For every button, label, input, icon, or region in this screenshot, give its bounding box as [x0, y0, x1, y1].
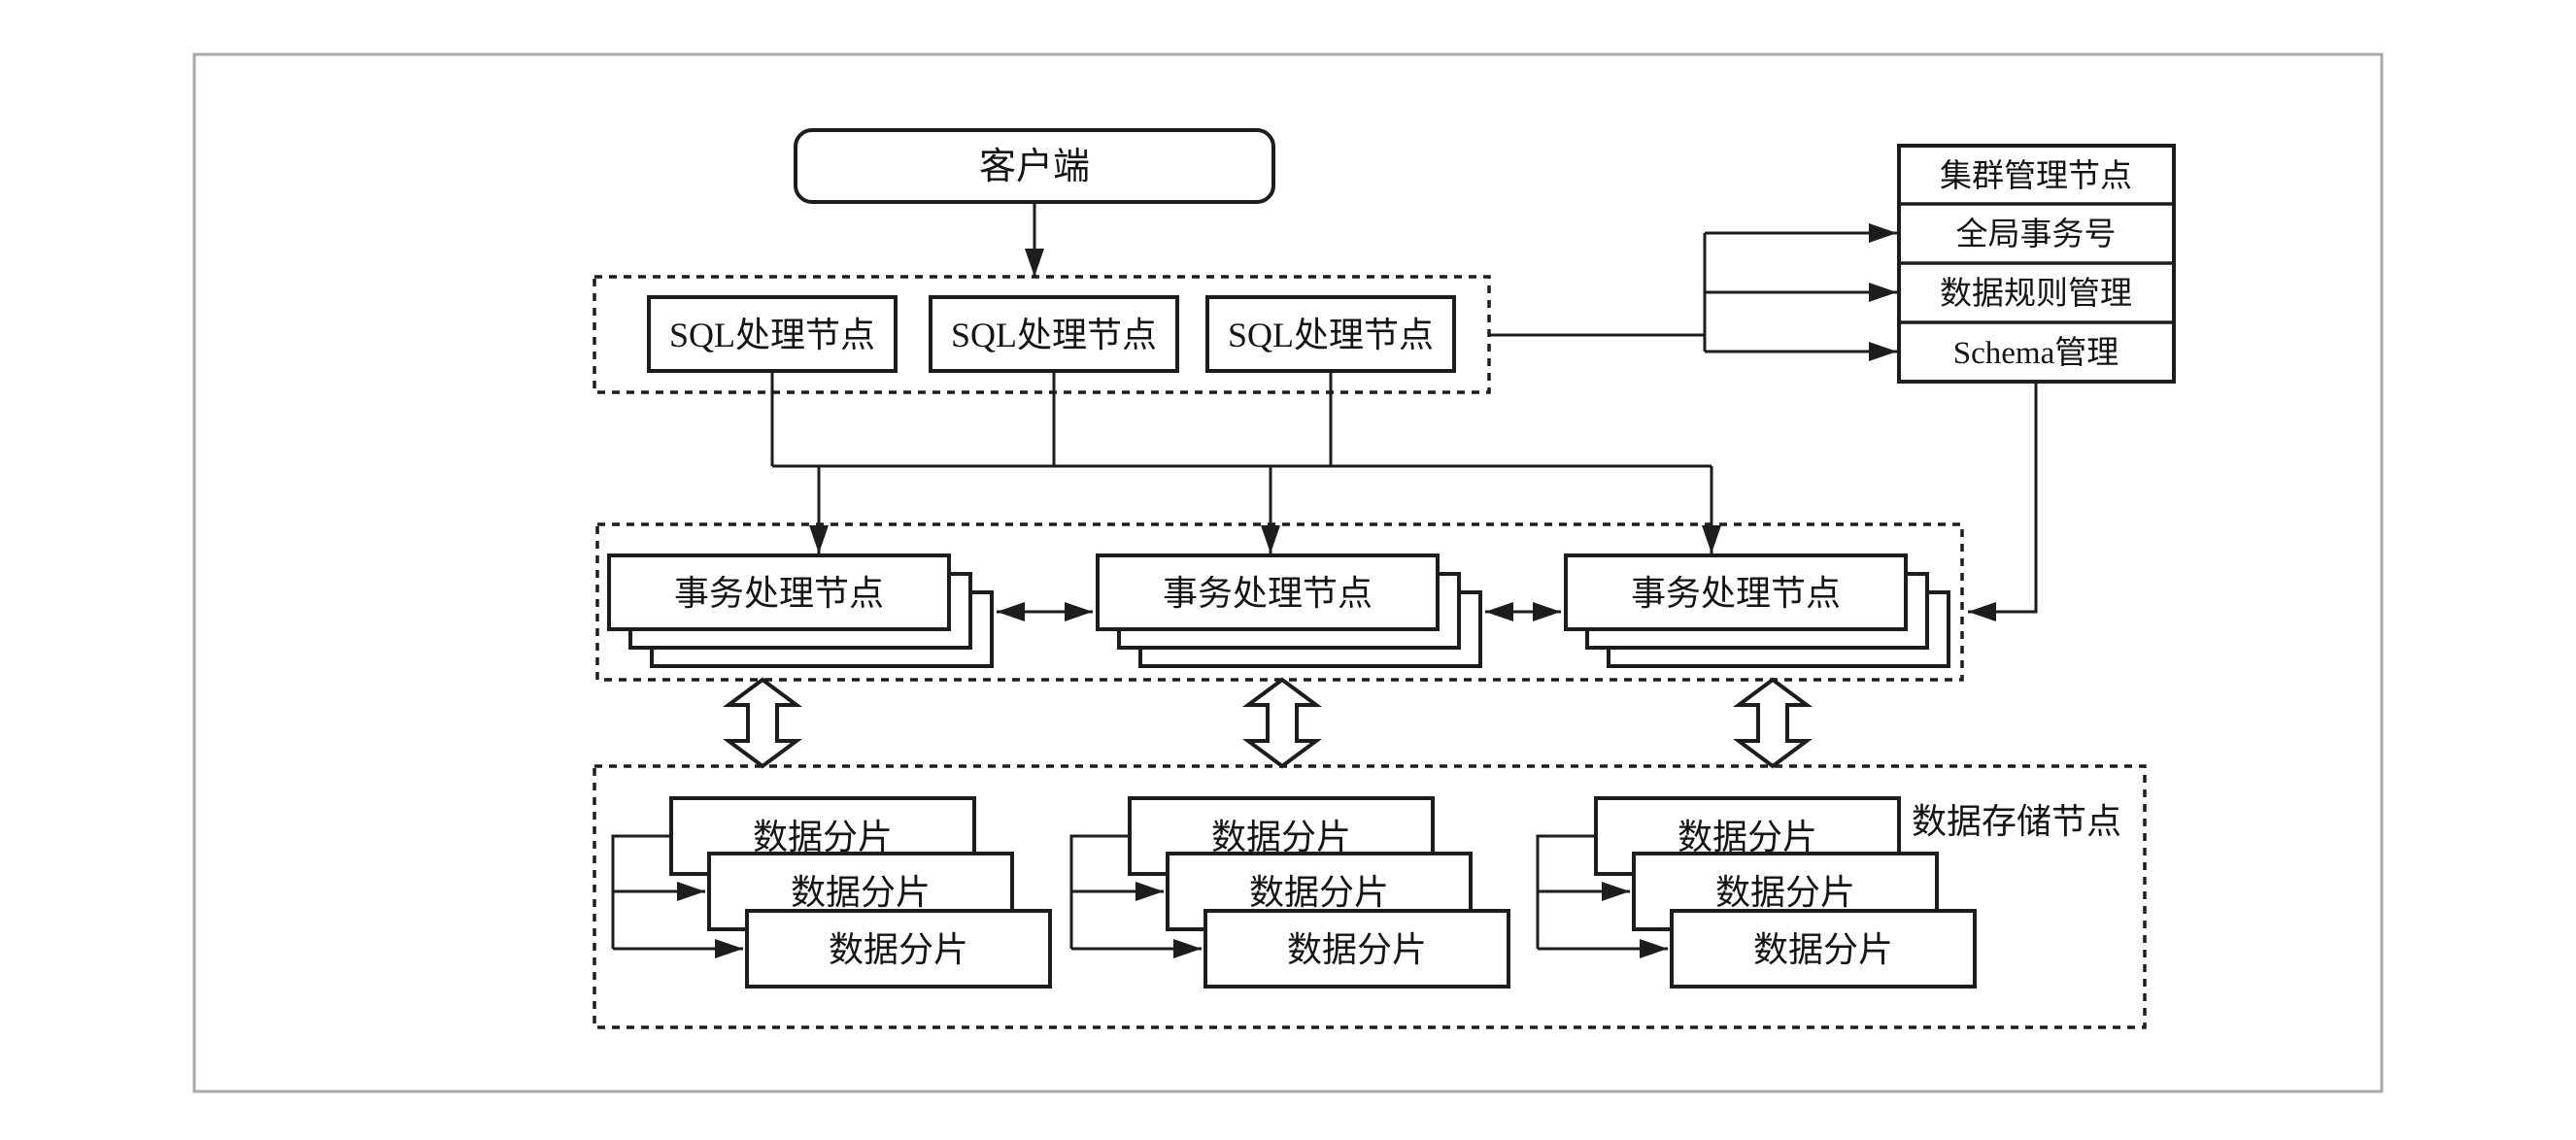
transaction-node-1: 事务处理节点 [607, 553, 994, 668]
transaction-node-2-label: 事务处理节点 [1163, 574, 1373, 613]
double-arrow-transaction-storage-1 [722, 677, 803, 769]
transaction-node-1-front [607, 553, 951, 631]
shard-node-1-3 [745, 909, 1052, 989]
storage-tier-container [593, 764, 2147, 1029]
shard-node-3-2-label: 数据分片 [1715, 873, 1855, 912]
management-row-2-label: 全局事务号 [1956, 217, 2117, 252]
transaction-node-1-label: 事务处理节点 [674, 574, 884, 613]
outer-frame [192, 52, 2384, 1093]
double-arrow-transaction-storage-3 [1732, 677, 1813, 769]
management-row-4-label: Schema管理 [1953, 335, 2118, 371]
management-row-3-label: 数据规则管理 [1940, 276, 2132, 312]
transaction-node-3-label: 事务处理节点 [1631, 574, 1841, 613]
sql-node-3-label: SQL处理节点 [1228, 316, 1434, 354]
storage-group-3: 数据分片 数据分片 数据分片 [1536, 796, 1977, 989]
client-label: 客户端 [979, 147, 1090, 187]
transaction-node-2-front [1096, 553, 1440, 631]
shard-node-2-3 [1203, 909, 1510, 989]
shard-node-1-2-label: 数据分片 [791, 873, 931, 912]
sql-node-1-label: SQL处理节点 [669, 316, 875, 354]
shard-node-3-1-label: 数据分片 [1678, 818, 1817, 856]
transaction-node-3-front [1564, 553, 1908, 631]
arrow-management-to-transaction-tier [1968, 382, 2038, 621]
shard-node-2-2-label: 数据分片 [1249, 873, 1389, 912]
shard-node-3-3 [1670, 909, 1977, 989]
storage-group-1: 数据分片 数据分片 数据分片 [611, 796, 1052, 989]
sql-node-3 [1205, 295, 1456, 373]
management-row-1-label: 集群管理节点 [1940, 158, 2132, 194]
shard-node-2-1-label: 数据分片 [1211, 818, 1351, 856]
transaction-node-2: 事务处理节点 [1096, 553, 1482, 668]
shard-node-1-3-label: 数据分片 [829, 930, 968, 969]
storage-tier-label: 数据存储节点 [1912, 802, 2121, 841]
shard-connector-spine-2 [1069, 834, 1130, 949]
sql-node-2-label: SQL处理节点 [951, 316, 1157, 354]
double-arrow-transaction-storage-2 [1241, 677, 1323, 769]
shard-node-1-1-label: 数据分片 [753, 818, 893, 856]
shard-connector-spine-1 [611, 834, 671, 949]
shard-node-3-3-label: 数据分片 [1753, 930, 1893, 969]
shard-connector-spine-3 [1536, 834, 1596, 949]
sql-node-2 [929, 295, 1179, 373]
shard-node-2-3-label: 数据分片 [1287, 930, 1427, 969]
transaction-node-3: 事务处理节点 [1564, 553, 1950, 668]
storage-group-2: 数据分片 数据分片 数据分片 [1069, 796, 1510, 989]
